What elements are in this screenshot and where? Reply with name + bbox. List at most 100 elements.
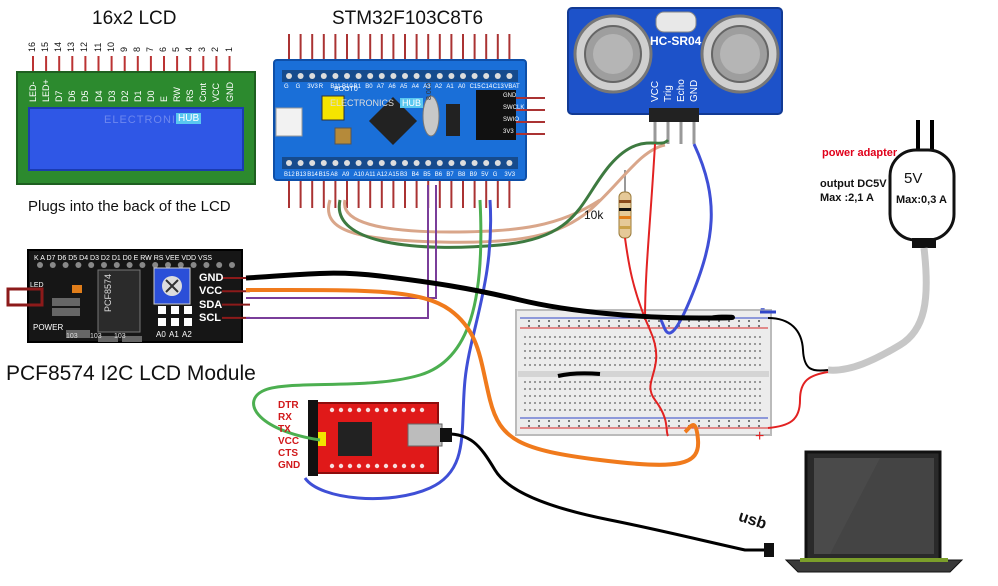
stm32-top-pin-label: A4 — [411, 84, 419, 90]
breadboard-minus: - — [760, 300, 766, 317]
i2c-led-label: LED — [30, 282, 44, 289]
lcd-pin-label: D7 — [54, 90, 65, 102]
lcd-pin-label: E — [159, 95, 169, 102]
pcf8574-module — [6, 249, 250, 343]
laptop — [784, 450, 964, 573]
stm32-top-pin-label: R — [318, 84, 324, 90]
hcsr04-pin-label: VCC — [650, 80, 661, 102]
stm32-right-pin-label: SWIO — [503, 117, 519, 123]
wire-green-echo — [337, 138, 670, 249]
stm32-bottom-pin-label: B13 — [295, 172, 307, 178]
lcd-pin-label: LED+ — [41, 79, 52, 102]
stm32-top-pin-label: B11 — [330, 84, 341, 90]
stm32-top-pin-label: VBAT — [504, 84, 520, 90]
lcd-pin-number: 12 — [79, 41, 90, 52]
stm32-top-pin-label: G — [284, 84, 289, 90]
stm32-top-pin-label: B10 — [342, 84, 353, 90]
lcd-watermark: ELECTRONICS — [104, 114, 194, 126]
stm32-swd-header — [476, 90, 516, 140]
wires — [245, 138, 829, 557]
ftdi-pin-label: TX — [278, 424, 291, 435]
wire-purple-sda — [246, 185, 437, 299]
stm32-top-pin-label: C13 — [492, 84, 504, 90]
stm32-mcu-chip — [368, 96, 418, 146]
stm32-top-pin-label: A3 — [423, 84, 431, 90]
stm32-bottom-pin-label: B3 — [400, 172, 408, 178]
stm32-bottom-headers — [288, 178, 511, 208]
lcd-pin-number: 11 — [92, 42, 103, 52]
stm32-bottom-pin-label: B8 — [458, 172, 466, 178]
stm32-top-pin-label: 3V3 — [307, 84, 318, 90]
lcd-pin-label: D3 — [106, 90, 117, 102]
stm32-top-pinrow — [282, 70, 518, 82]
i2c-side-pin-label: VCC — [199, 285, 223, 298]
resistor-body — [618, 191, 632, 239]
lcd-title: 16x2 LCD — [92, 8, 177, 29]
hcsr04-pin-label: GND — [689, 79, 700, 102]
stm32-bottom-pin-label: B9 — [469, 172, 477, 178]
stm32-bottom-pin-label: A15 — [388, 172, 400, 178]
lcd-pin-label: LED- — [28, 81, 38, 102]
stm32-top-pin-label: A2 — [434, 84, 443, 90]
stm32-watermark: ELECTRONICS — [330, 98, 395, 108]
stm32-top-pin-label: C14 — [481, 84, 493, 90]
lcd-pin-number: 5 — [171, 46, 182, 52]
stm32-bottom-pin-label: B12 — [284, 172, 295, 178]
wire-tan-2 — [343, 198, 601, 234]
usb-cable — [441, 432, 772, 552]
lcd-pin-label: D1 — [132, 90, 143, 102]
lcd-pin-number: 13 — [66, 41, 77, 52]
i2c-resistor-code: 103 — [114, 333, 126, 340]
stm32-bottom-pin-label: B5 — [423, 172, 431, 178]
wire-tan-trig — [327, 143, 666, 244]
lcd-pin-label: D2 — [119, 90, 130, 102]
stm32-bottom-pin-label: B15 — [318, 172, 330, 178]
lcd-pin-number: 6 — [158, 46, 168, 52]
lcd-pin-label: D4 — [93, 90, 104, 102]
wire-blue-gnd — [659, 143, 713, 335]
lcd-pin-label: RW — [172, 87, 183, 102]
stm32-bottom-pin-label: B6 — [434, 172, 443, 178]
ftdi-pin-label: DTR — [278, 400, 299, 411]
i2c-side-pin-label: SDA — [199, 298, 223, 311]
stm32-right-pin-label: SWCLK — [503, 105, 525, 111]
lcd-pin-number: 9 — [118, 46, 129, 52]
hcsr04-pin-header — [649, 108, 699, 122]
stm32-bottom-pin-label: B14 — [307, 172, 318, 178]
stm32-top-pin-label: A5 — [400, 84, 408, 90]
lcd-pin-label: VCC — [211, 82, 222, 102]
stm32-top-pin-label: A0 — [458, 84, 466, 90]
stm32-bottom-pin-label: B7 — [446, 172, 454, 178]
lcd-pin-number: 10 — [105, 41, 116, 52]
stm32-title: STM32F103C8T6 — [332, 8, 484, 29]
lcd-pin-label: GND — [224, 82, 235, 102]
lcd-pin-number: 14 — [53, 41, 64, 52]
adapter-cable — [827, 247, 930, 374]
stm32-watermark-badge: HUB — [400, 98, 424, 108]
i2c-side-pin-label: SCL — [199, 311, 221, 324]
stm32-regulator — [446, 104, 460, 136]
ftdi-pin-label: RX — [278, 412, 292, 423]
lcd-pin-label: D5 — [80, 90, 91, 102]
stm32-bottom-pin-label: A11 — [365, 172, 376, 178]
lcd-watermark-badge: HUB — [176, 113, 202, 124]
stm32-top-pin-label: A6 — [388, 84, 396, 90]
stm32-bottom-pin-label: 5V — [481, 172, 489, 178]
pcf8574-chip-label: PCF8574 — [103, 274, 113, 313]
stm32-crystal — [422, 95, 440, 137]
wire-black-power — [767, 317, 829, 372]
stm32-top-pin-label: B1 — [353, 84, 361, 90]
i2c-caption-top: Plugs into the back of the LCD — [28, 198, 231, 215]
usb-plug — [764, 543, 774, 557]
stm32-reset-button — [334, 127, 352, 145]
lcd-16x2 — [16, 56, 256, 185]
wire-red-sensor — [644, 143, 656, 321]
pcf8574-chip — [97, 269, 141, 333]
i2c-resistor-code: 103 — [66, 333, 78, 340]
stm32-bottom-pin-label: 3V3 — [504, 172, 516, 178]
stm32-boot-label: BOOT0 — [334, 86, 358, 93]
ftdi-chip — [338, 422, 372, 456]
hcsr04-pin-label: Trig — [663, 85, 674, 102]
stm32-top-pin-label: B0 — [365, 84, 373, 90]
